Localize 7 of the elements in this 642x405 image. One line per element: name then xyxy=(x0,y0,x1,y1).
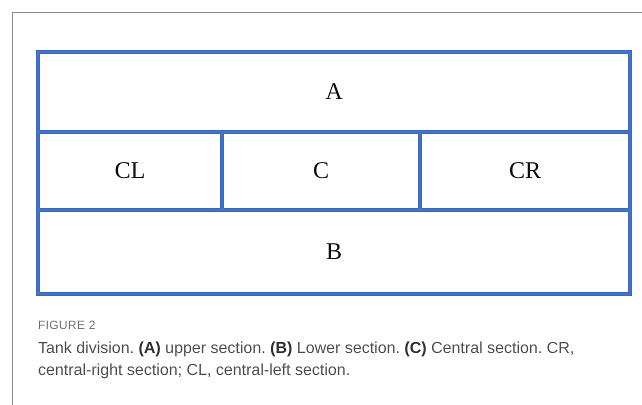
figure-number: FIGURE 2 xyxy=(38,318,96,332)
section-label: CR xyxy=(508,158,541,184)
caption: Tank division. (A) upper section. (B) Lower section. (C) Central section. CR, central-right section; CL, central-left section. xyxy=(38,339,576,381)
section-label: C xyxy=(312,158,329,184)
section-label: B xyxy=(326,238,342,266)
section-label: A xyxy=(325,78,343,106)
section-label: CL xyxy=(114,158,146,184)
